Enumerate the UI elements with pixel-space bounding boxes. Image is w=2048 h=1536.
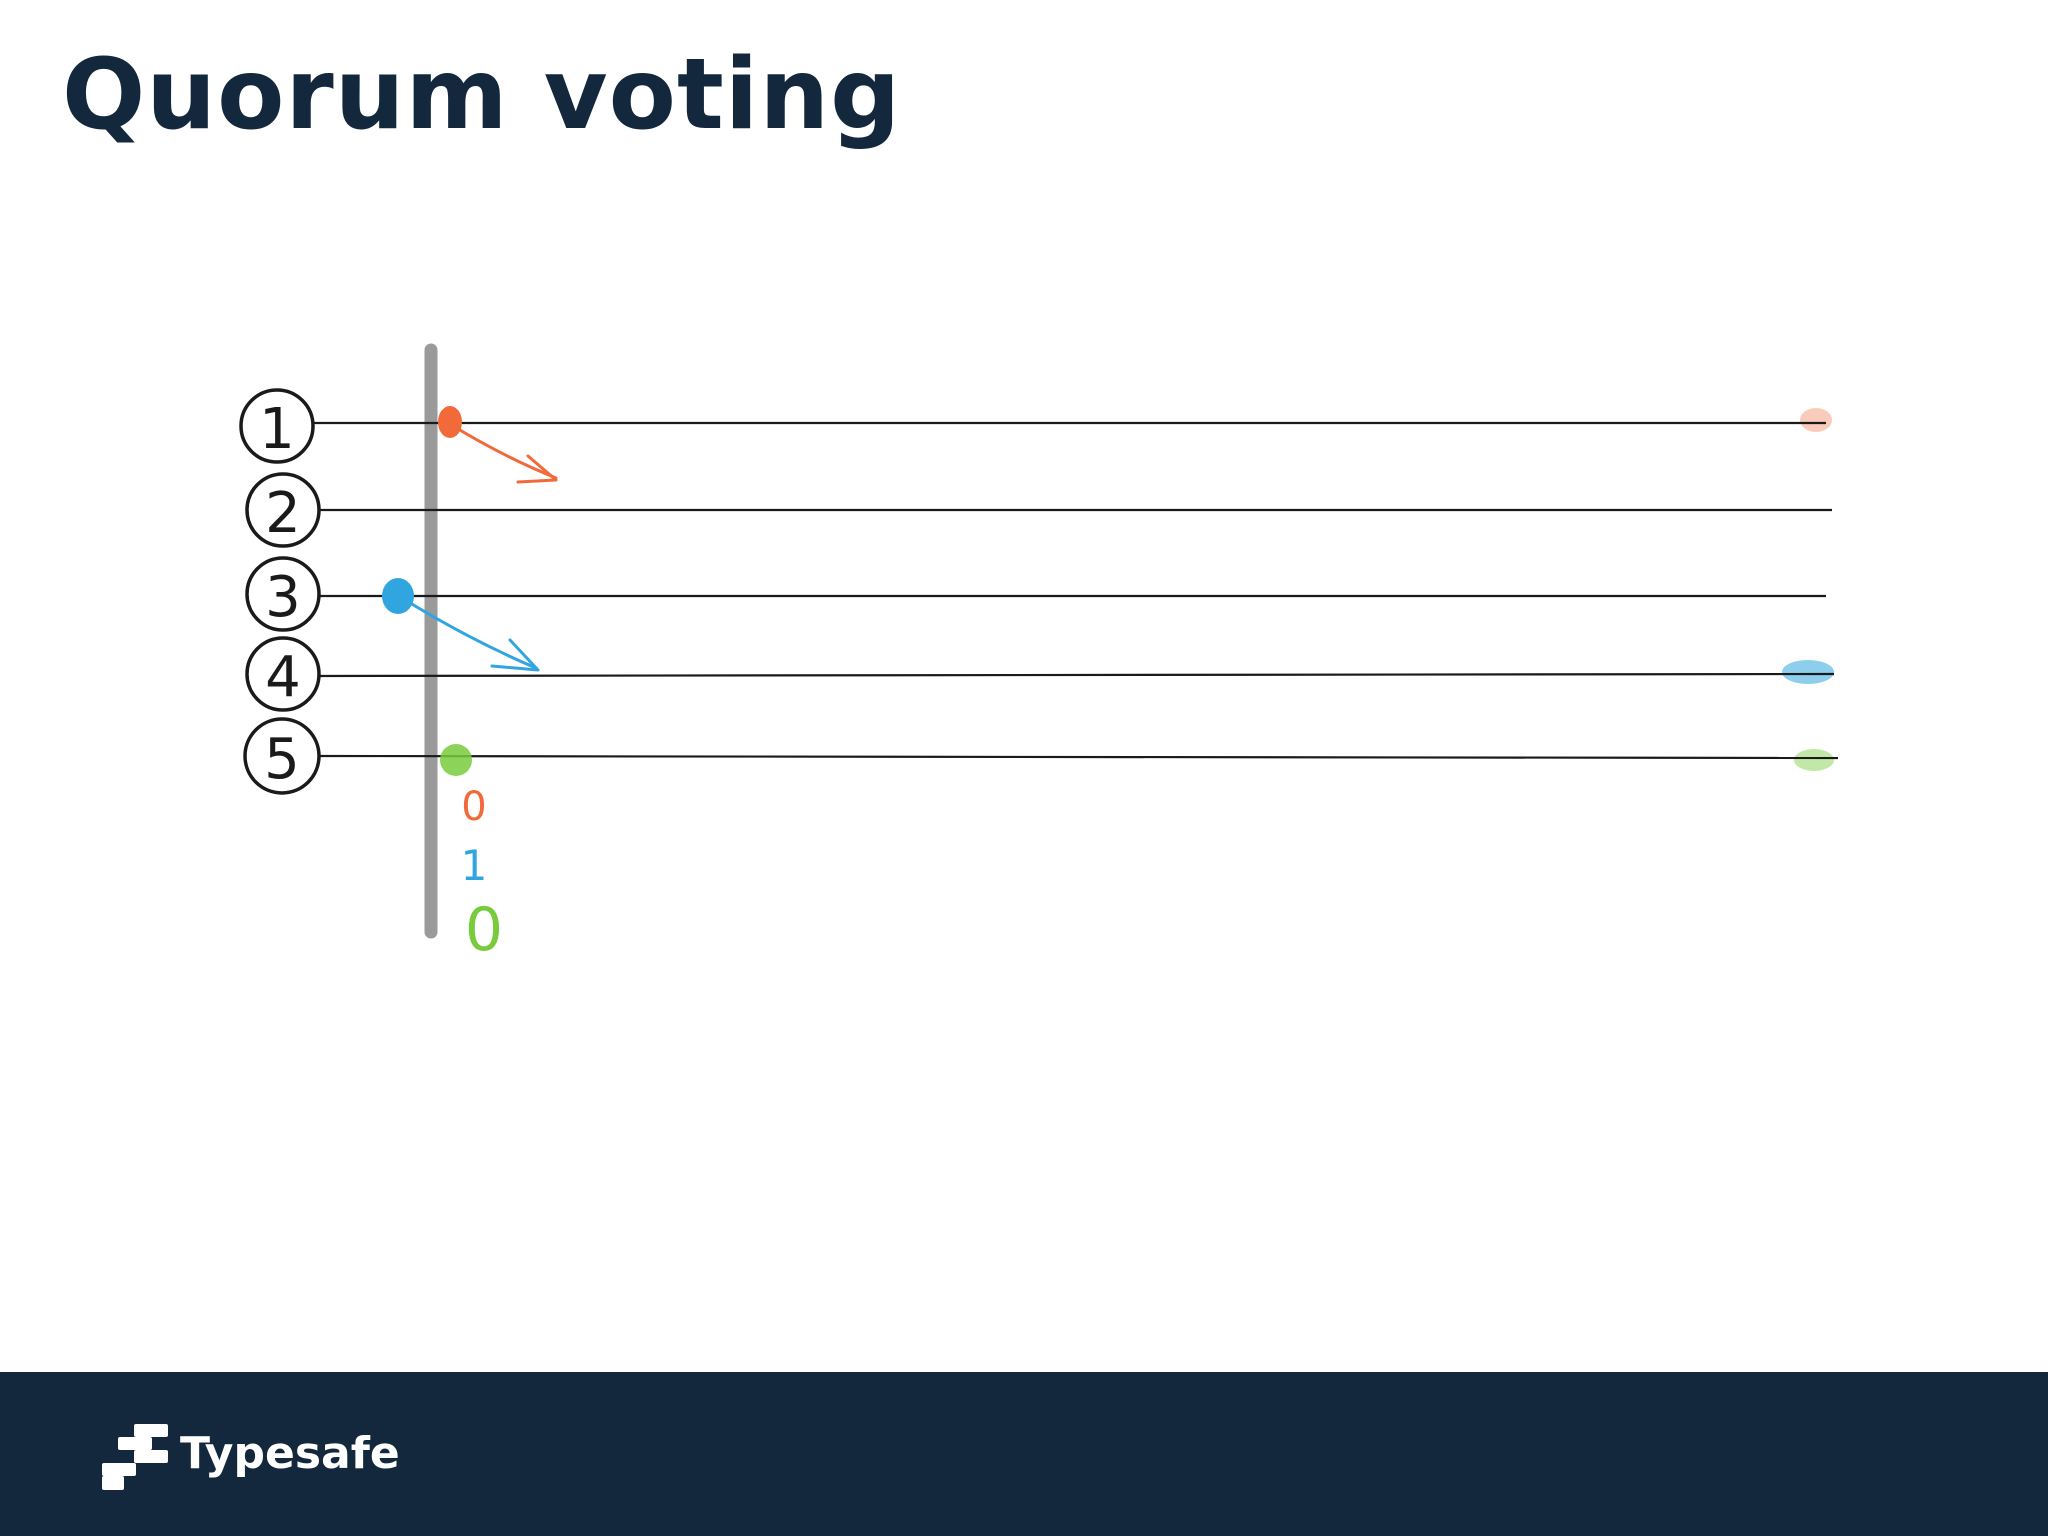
vote-count-green: 0 xyxy=(465,895,503,965)
vote-count-red: 0 xyxy=(461,784,486,830)
slide-title: Quorum voting xyxy=(62,38,902,152)
node-2-label: 2 xyxy=(265,481,301,546)
node-4-label: 4 xyxy=(265,645,301,710)
node-5-timeline xyxy=(315,754,1839,760)
typesafe-logo-icon xyxy=(102,1424,168,1490)
node-2: 2 xyxy=(245,472,321,548)
candidate-5-marker xyxy=(440,744,472,776)
node-3-label: 3 xyxy=(265,565,301,630)
brand-name: Typesafe xyxy=(180,1428,400,1479)
node-2-circle xyxy=(245,472,321,548)
node-5-circle xyxy=(243,717,321,795)
candidate-1-marker xyxy=(438,406,462,438)
footer-bar: Typesafe xyxy=(0,1372,2048,1536)
quorum-diagram: 1 2 3 4 5 0 1 0 xyxy=(239,343,1863,965)
node-4-timeline xyxy=(313,672,1835,678)
node-5: 5 xyxy=(243,717,321,795)
node-5-label: 5 xyxy=(264,727,300,792)
node-3: 3 xyxy=(245,556,321,632)
node-4-circle xyxy=(245,636,321,712)
vote-request-arrow-3-to-4 xyxy=(400,596,540,672)
node-4: 4 xyxy=(245,636,321,712)
node-1-circle xyxy=(239,388,315,464)
node-1-label: 1 xyxy=(259,397,295,462)
node-1-end-blob xyxy=(1800,408,1832,432)
node-3-circle xyxy=(245,556,321,632)
node-1: 1 xyxy=(239,388,315,464)
candidate-3-marker xyxy=(382,578,414,614)
node-5-end-blob xyxy=(1794,749,1834,771)
vote-request-arrow-1-to-2 xyxy=(448,422,558,484)
node-4-end-blob xyxy=(1782,660,1834,684)
vote-count-blue: 1 xyxy=(461,841,488,890)
